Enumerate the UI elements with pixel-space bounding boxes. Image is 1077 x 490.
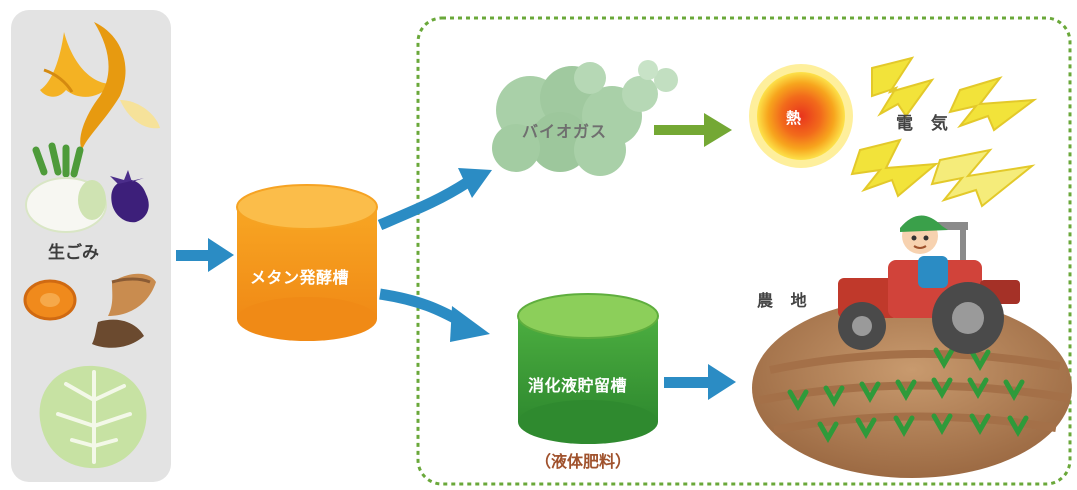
digestate-storage-tank — [517, 293, 659, 444]
liquid-fertilizer-label: （液体肥料） — [535, 452, 632, 471]
sun-icon — [749, 64, 853, 168]
turnip-icon — [25, 142, 107, 233]
farmer-icon — [900, 215, 948, 288]
arrow-storage-to-farm — [664, 364, 736, 400]
digestate-tank-label: 消化液貯留槽 — [528, 376, 628, 395]
energy-region-border — [416, 16, 1072, 486]
tractor-icon — [838, 222, 1020, 354]
cabbage-icon — [39, 365, 147, 469]
arrow-tank-to-storage — [379, 288, 490, 342]
banana-peel-icon — [40, 22, 160, 150]
methane-tank — [236, 184, 378, 341]
arrow-waste-to-tank — [176, 238, 234, 272]
arrow-tank-to-biogas — [377, 168, 492, 231]
food-waste-panel — [11, 10, 171, 482]
carrot-slice-icon — [23, 279, 77, 321]
heat-label: 熱 — [786, 109, 802, 127]
potato-peel-icon — [92, 273, 156, 348]
lightning-icon — [850, 56, 1038, 208]
electricity-label: 電 気 — [896, 114, 954, 134]
farmland-label: 農 地 — [757, 291, 813, 310]
eggplant-icon — [110, 170, 149, 223]
sprout-icon — [787, 347, 1029, 444]
biogas-label: バイオガス — [522, 122, 608, 141]
biogas-cloud-icon — [492, 60, 678, 176]
arrow-biogas-to-energy — [654, 113, 732, 147]
food-waste-label: 生ごみ — [48, 243, 99, 263]
methane-tank-label: メタン発酵槽 — [250, 268, 350, 287]
